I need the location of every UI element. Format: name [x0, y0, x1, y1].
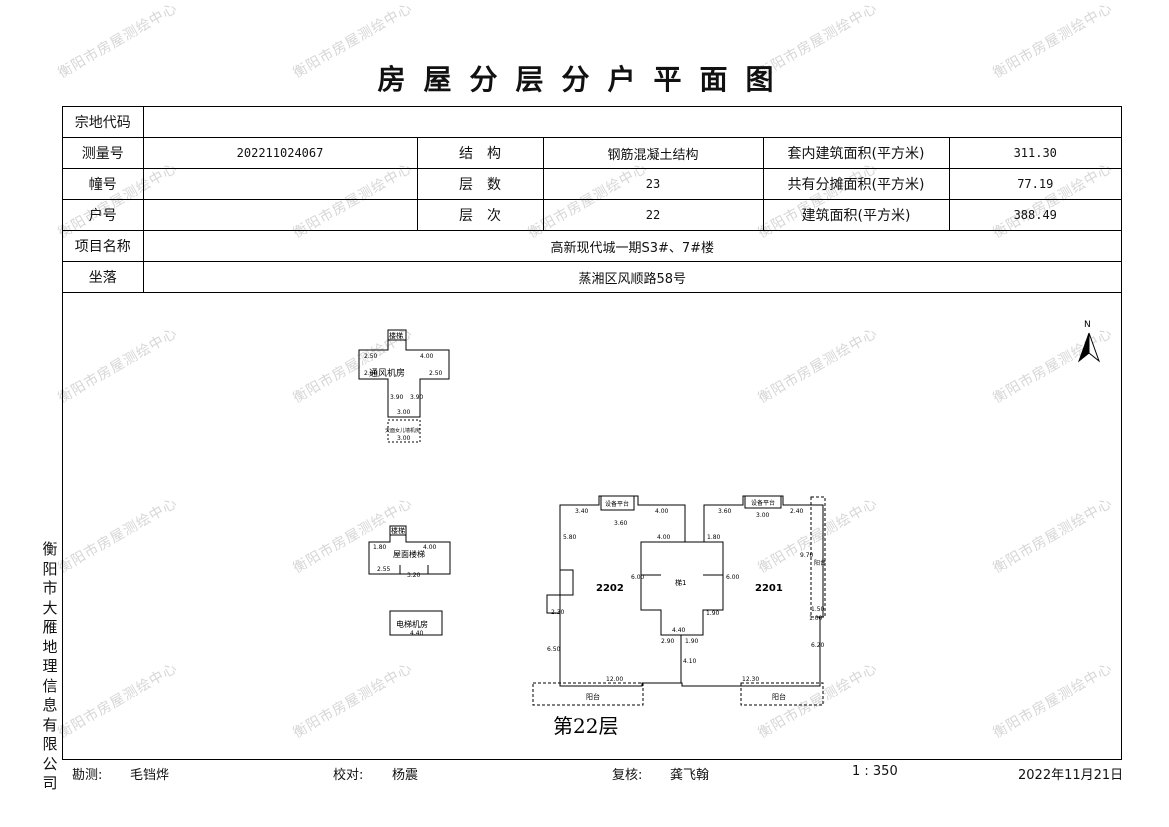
cenci-label: 层 次	[416, 199, 544, 231]
gongyou-label: 共有分摊面积(平方米)	[762, 168, 950, 200]
unit-2201-label: 2201	[755, 583, 783, 594]
fuhe-label: 复核:	[612, 768, 643, 783]
cenci-value: 22	[542, 199, 764, 231]
dim-label: 6.20	[811, 642, 825, 649]
floor-plan: N 楼梯 通风机房 2.50 4.00 2.60 2.50 3.90 3.90 …	[358, 320, 1101, 738]
equip-right-label: 设备平台	[751, 499, 775, 507]
dim-label: 3.00	[756, 512, 770, 519]
fuhe-value: 龚飞翰	[670, 768, 710, 783]
floor-label: 第22层	[553, 714, 618, 738]
dim-label: 2.50	[364, 353, 378, 360]
dim-label: 2.30	[551, 609, 565, 616]
kance-value: 毛铛烨	[130, 768, 170, 783]
dim-label: 4.40	[410, 630, 424, 637]
fan-room-label: 通风机房	[369, 367, 405, 379]
info-table: 宗地代码 测量号 202211024067 结 构 钢筋混凝土结构 套内建筑面积…	[63, 107, 1121, 293]
page-title: 房屋分层分户平面图	[377, 63, 792, 96]
celiang-value: 202211024067	[142, 137, 418, 169]
zongdi-label: 宗地代码	[63, 107, 144, 138]
balcony-side-label: 阳台	[814, 559, 826, 567]
kance-label: 勘测:	[72, 768, 103, 783]
dim-label: 1.90	[685, 638, 699, 645]
jiaodui-value: 杨震	[392, 768, 419, 783]
xiangmu-value: 高新现代城一期S3#、7#楼	[142, 230, 1121, 262]
balcony-left-label: 阳台	[586, 692, 600, 701]
dim-label: 9.70	[800, 552, 814, 559]
footer: 勘测: 毛铛烨 校对: 杨震 复核: 龚飞翰 1 : 350 2022年11月2…	[0, 764, 1169, 784]
jiaodui-label: 校对:	[333, 768, 364, 783]
stair-room-label: 屋面楼梯	[393, 549, 425, 559]
stair-top-label: 楼梯	[389, 331, 403, 340]
dim-label: 3.60	[614, 520, 628, 527]
dim-label: 12.30	[742, 676, 759, 683]
dim-label: 1.80	[373, 544, 387, 551]
north-label: N	[1084, 320, 1091, 330]
date-text: 2022年11月21日	[1018, 768, 1124, 783]
dim-label: 2.50	[429, 370, 443, 377]
jiegou-label: 结 构	[416, 137, 544, 169]
censhu-label: 层 数	[416, 168, 544, 200]
zhuang-label: 幢号	[63, 168, 144, 200]
dim-label: 4.10	[683, 658, 697, 665]
taonei-value: 311.30	[948, 137, 1121, 169]
stair-room-block: 楼梯 屋面楼梯 1.80 4.00 2.55 3.20	[368, 525, 451, 579]
dim-label: 3.00	[397, 435, 411, 442]
dim-label: 3.20	[407, 572, 421, 579]
censhu-value: 23	[542, 168, 764, 200]
dim-label: 4.00	[657, 534, 671, 541]
dim-label: 3.60	[718, 508, 732, 515]
survey-sheet: 宗地代码 测量号 202211024067 结 构 钢筋混凝土结构 套内建筑面积…	[62, 106, 1122, 760]
jiegou-value: 钢筋混凝土结构	[542, 137, 764, 169]
zongdi-value	[142, 107, 1121, 138]
dim-label: 12.00	[606, 676, 623, 683]
celiang-label: 测量号	[63, 137, 144, 169]
elevator-room-label: 电梯机房	[396, 619, 428, 629]
north-arrow: N	[1077, 320, 1101, 363]
jianzhu-value: 388.49	[948, 199, 1121, 231]
dim-label: 4.40	[672, 627, 686, 634]
equip-left-label: 设备平台	[605, 500, 629, 508]
dim-label: 2.55	[377, 566, 391, 573]
guard-top-label: 天面女儿墙机房	[385, 427, 420, 434]
dim-label: 1.00	[809, 615, 823, 622]
dim-label: 2.90	[661, 638, 675, 645]
zuoluo-value: 蒸湘区风顺路58号	[142, 261, 1121, 293]
xiangmu-label: 项目名称	[63, 230, 144, 262]
hu-label: 户号	[63, 199, 144, 231]
elevator-room-block: 电梯机房 4.40	[389, 610, 443, 637]
core-label: 梯1	[675, 578, 686, 587]
dim-label: 3.90	[410, 394, 424, 401]
stair-label: 楼梯	[391, 526, 405, 535]
dim-label: 1.90	[706, 610, 720, 617]
dim-label: 5.80	[563, 534, 577, 541]
zhuang-value	[142, 168, 418, 200]
dim-label: 4.00	[420, 353, 434, 360]
gongyou-value: 77.19	[948, 168, 1121, 200]
dim-label: 6.00	[726, 574, 740, 581]
fan-room-block: 楼梯 通风机房 2.50 4.00 2.60 2.50 3.90 3.90 3.…	[358, 329, 450, 443]
dim-label: 4.00	[423, 544, 437, 551]
dim-label: 1.80	[707, 534, 721, 541]
balcony-right-label: 阳台	[772, 692, 786, 701]
dim-label: 2.40	[790, 508, 804, 515]
dim-label: 2.60	[364, 370, 378, 377]
dim-label: 3.40	[575, 508, 589, 515]
scale-text: 1 : 350	[852, 764, 898, 779]
taonei-label: 套内建筑面积(平方米)	[762, 137, 950, 169]
dim-label: 1.50	[811, 606, 825, 613]
dim-label: 3.90	[390, 394, 404, 401]
hu-value	[142, 199, 418, 231]
dim-label: 6.00	[631, 574, 645, 581]
dim-label: 6.50	[547, 646, 561, 653]
dim-label: 4.00	[655, 508, 669, 515]
zuoluo-label: 坐落	[63, 261, 144, 293]
jianzhu-label: 建筑面积(平方米)	[762, 199, 950, 231]
unit-2202-label: 2202	[596, 583, 624, 594]
company-vertical-text: 衡阳市大雁地理信息有限公司	[42, 540, 58, 792]
main-floor-block: 2202 2201 梯1 设备平台 设备平台 阳台 阳台 阳台 3.40 3.6…	[532, 495, 826, 738]
dim-label: 3.00	[397, 409, 411, 416]
